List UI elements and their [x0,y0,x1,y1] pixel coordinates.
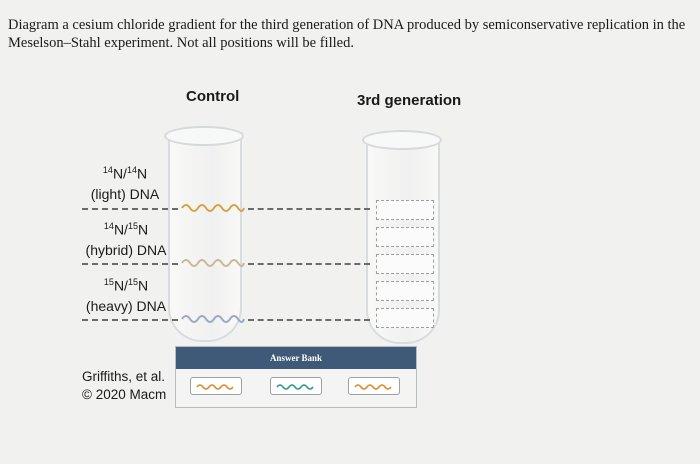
drop-slot[interactable] [376,281,434,301]
drop-slot[interactable] [376,227,434,247]
heavy-dna-band [180,313,246,325]
wavy-band-icon [271,378,321,394]
answer-bank-title: Answer Bank [176,347,416,369]
wavy-band-icon [191,378,241,394]
third-generation-tube-rim [362,130,442,150]
hybrid-name-label: (hybrid) DNA [76,240,176,260]
hybrid-isotope-label: 14N/15N [76,216,176,240]
hybrid-dna-band [180,257,246,269]
drop-slot[interactable] [376,200,434,220]
heavy-guide-line-right [248,319,370,321]
light-isotope-label: 14N/14N [80,160,170,184]
third-generation-column-heading: 3rd generation [357,92,461,109]
hybrid-guide-line-right [248,263,370,265]
light-guide-line-left [82,208,178,210]
control-tube-rim [164,126,244,146]
band-chip[interactable] [270,377,322,395]
answer-bank: Answer Bank [175,346,417,408]
control-tube [168,132,242,342]
hybrid-guide-line-left [82,263,178,265]
heavy-name-label: (heavy) DNA [78,296,174,316]
wavy-band-icon [349,378,399,394]
heavy-dna-label: 15N/15N (heavy) DNA [78,272,174,316]
band-chip[interactable] [348,377,400,395]
light-guide-line-right [248,208,370,210]
drop-slot[interactable] [376,254,434,274]
question-prompt: Diagram a cesium chloride gradient for t… [8,16,688,52]
hybrid-dna-label: 14N/15N (hybrid) DNA [76,216,176,260]
credit-authors: Griffiths, et al. [82,368,165,386]
heavy-guide-line-left [82,319,178,321]
heavy-isotope-label: 15N/15N [78,272,174,296]
light-dna-band [180,202,246,214]
band-chip[interactable] [190,377,242,395]
light-dna-label: 14N/14N (light) DNA [80,160,170,204]
control-column-heading: Control [186,88,239,105]
credit-copyright: © 2020 Macm [82,386,166,404]
drop-slot[interactable] [376,308,434,328]
light-name-label: (light) DNA [80,184,170,204]
